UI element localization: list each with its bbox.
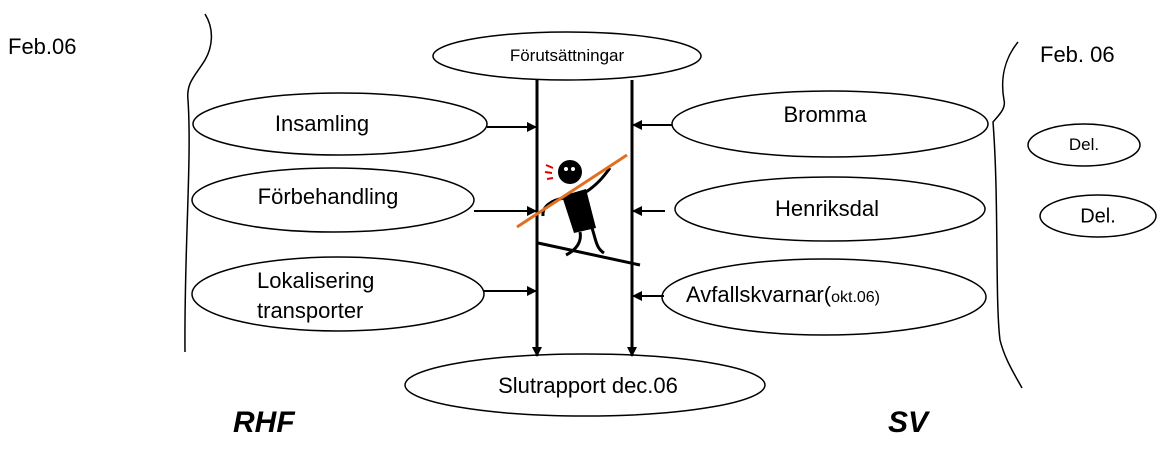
right-node-label-avfallskvarnar: Avfallskvarnar(okt.06) <box>686 282 881 307</box>
top-node-shape <box>432 31 702 81</box>
left-node-shape-insamling <box>192 92 488 156</box>
del-node-shape-2 <box>1039 194 1157 238</box>
left-node-label-lokalisering-line1: Lokalisering <box>257 268 375 293</box>
right-node-label-henriksdal: Henriksdal <box>775 196 879 221</box>
left-group-label: RHF <box>233 406 295 439</box>
left-node-shape-lokalisering <box>191 256 485 332</box>
stick-figure-balancing-pole-icon <box>516 153 641 267</box>
top-node-label: Förutsättningar <box>509 46 625 65</box>
left-node-shape-forbehandling <box>191 167 475 233</box>
left-node-label-forbehandling: Förbehandling <box>257 184 399 209</box>
right-brace <box>992 41 1023 389</box>
left-brace <box>184 13 213 353</box>
left-date-label: Feb.06 <box>8 34 77 59</box>
del-node-label-1: Del. <box>1068 135 1100 154</box>
bottom-node-label: Slutrapport dec.06 <box>498 373 678 398</box>
right-date-label: Feb. 06 <box>1040 42 1115 67</box>
right-group-label: SV <box>888 406 929 439</box>
right-node-label-bromma: Bromma <box>783 102 867 127</box>
left-node-label-lokalisering-line2: transporter <box>257 298 364 323</box>
right-node-shape-henriksdal <box>674 176 986 242</box>
del-node-label-2: Del. <box>1080 205 1116 228</box>
left-node-label-insamling: Insamling <box>274 111 370 136</box>
del-node-shape-1 <box>1027 123 1141 167</box>
bottom-node-shape <box>404 353 766 417</box>
